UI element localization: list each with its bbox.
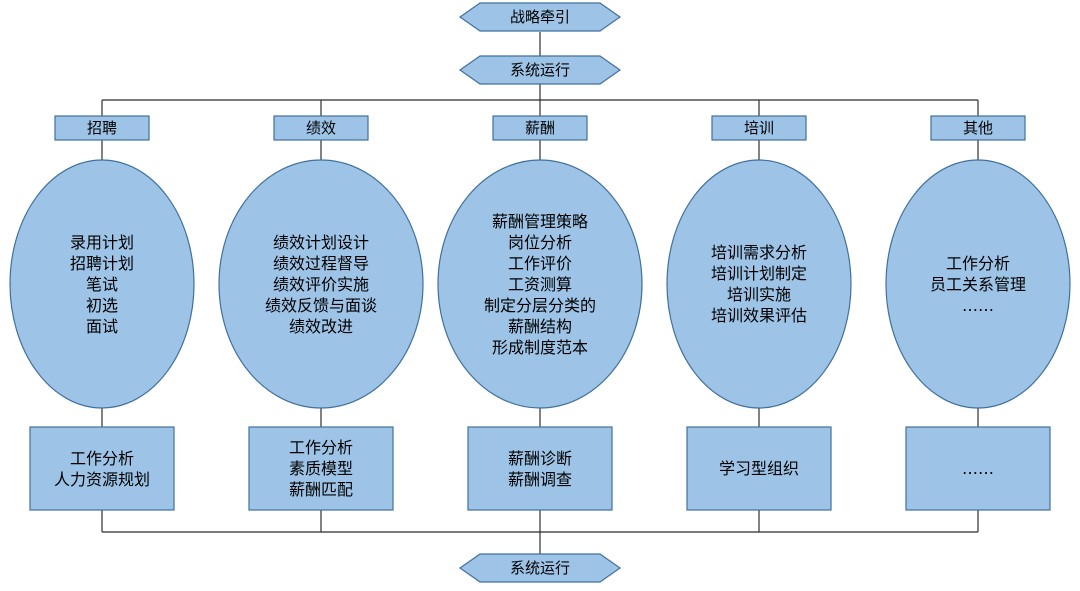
ellipse-item: …… xyxy=(962,295,994,315)
ellipse-item: 笔试 xyxy=(85,274,118,294)
system-run-bottom-hexagon xyxy=(458,553,622,583)
module-title-box xyxy=(930,115,1026,141)
ellipse-content: 绩效计划设计 绩效过程督导 绩效评价实施 绩效反馈与面谈 绩效改进 xyxy=(221,160,421,408)
ellipse-item: 绩效改进 xyxy=(288,316,353,336)
module-ellipse xyxy=(885,159,1071,409)
base-item: …… xyxy=(962,459,994,478)
ellipse-item: 薪酬管理策略 xyxy=(491,211,588,231)
base-item: 素质模型 xyxy=(288,459,353,478)
ellipse-item: 招聘计划 xyxy=(69,253,134,273)
ellipse-item: 工作评价 xyxy=(507,253,572,273)
module-ellipse xyxy=(666,159,852,409)
base-box-content: …… xyxy=(906,427,1050,510)
ellipse-item: 形成制度范本 xyxy=(491,337,588,357)
base-box-content: 薪酬诊断 薪酬调查 xyxy=(468,427,612,510)
ellipse-content: 薪酬管理策略 岗位分析 工作评价 工资测算 制定分层分类的 薪酬结构 形成制度范… xyxy=(440,160,640,408)
ellipse-item: 工资测算 xyxy=(507,274,572,294)
base-box-content: 工作分析 人力资源规划 xyxy=(30,427,174,510)
ellipse-content: 培训需求分析 培训计划制定 培训实施 培训效果评估 xyxy=(669,160,849,408)
base-item: 工作分析 xyxy=(69,448,134,468)
module-title: 培训 xyxy=(743,118,774,137)
ellipse-item: 岗位分析 xyxy=(507,232,572,252)
ellipse-content: 录用计划 招聘计划 笔试 初选 面试 xyxy=(12,160,192,408)
strategy-hexagon xyxy=(458,2,622,32)
ellipse-item: 员工关系管理 xyxy=(929,274,1026,294)
ellipse-item: 制定分层分类的 xyxy=(483,295,596,315)
module-title: 薪酬 xyxy=(524,118,555,137)
module-ellipse xyxy=(218,159,424,409)
module-ellipse xyxy=(437,159,643,409)
strategy-label: 战略牵引 xyxy=(509,7,570,26)
ellipse-item: 培训实施 xyxy=(726,285,791,304)
ellipse-item: 绩效评价实施 xyxy=(272,274,369,294)
ellipse-item: 绩效计划设计 xyxy=(272,232,369,252)
module-base-box xyxy=(29,426,175,511)
module-title-box xyxy=(492,115,588,141)
ellipse-item: 培训需求分析 xyxy=(710,243,807,262)
base-item: 薪酬匹配 xyxy=(288,480,353,499)
ellipse-item: 初选 xyxy=(85,295,118,315)
base-item: 学习型组织 xyxy=(718,459,799,478)
ellipse-item: 培训计划制定 xyxy=(710,264,807,283)
system-run-bottom-label: 系统运行 xyxy=(509,558,570,577)
module-title-box xyxy=(711,115,807,141)
module-base-box xyxy=(248,426,394,511)
ellipse-item: 录用计划 xyxy=(69,232,134,252)
module-title: 其他 xyxy=(962,118,993,137)
module-base-box xyxy=(905,426,1051,511)
system-run-top-hexagon xyxy=(458,55,622,85)
ellipse-item: 薪酬结构 xyxy=(507,316,572,336)
module-ellipse xyxy=(9,159,195,409)
module-title-box xyxy=(54,115,150,141)
base-item: 薪酬诊断 xyxy=(507,448,572,468)
system-run-top-label: 系统运行 xyxy=(509,60,570,79)
ellipse-item: 培训效果评估 xyxy=(710,306,807,325)
ellipse-item: 绩效反馈与面谈 xyxy=(264,295,377,315)
ellipse-item: 绩效过程督导 xyxy=(272,253,369,273)
base-item: 工作分析 xyxy=(288,438,353,457)
module-title-box xyxy=(273,115,369,141)
ellipse-item: 面试 xyxy=(85,316,118,336)
base-box-content: 学习型组织 xyxy=(687,427,831,510)
ellipse-content: 工作分析 员工关系管理 …… xyxy=(888,160,1068,408)
module-base-box xyxy=(686,426,832,511)
base-item: 薪酬调查 xyxy=(507,469,572,489)
ellipse-item: 工作分析 xyxy=(945,253,1010,273)
module-title: 招聘 xyxy=(86,118,117,137)
module-title: 绩效 xyxy=(305,118,336,137)
base-box-content: 工作分析 素质模型 薪酬匹配 xyxy=(249,427,393,510)
base-item: 人力资源规划 xyxy=(53,469,150,489)
module-base-box xyxy=(467,426,613,511)
